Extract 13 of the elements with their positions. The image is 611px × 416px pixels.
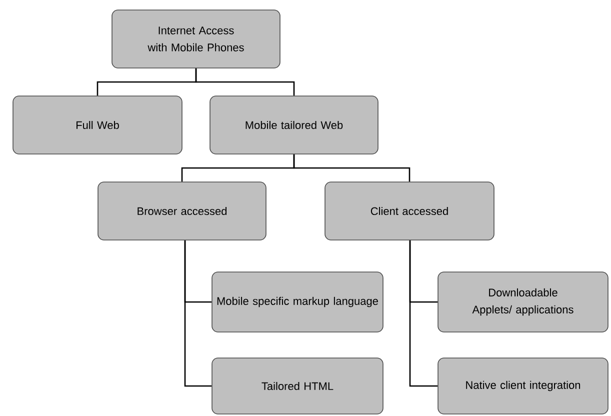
process-box: Internet Access with Mobile Phones <box>112 10 280 68</box>
process-box: Mobile specific markup language <box>212 272 384 332</box>
connector-line <box>184 240 212 387</box>
process-box: Mobile tailored Web <box>210 96 378 154</box>
process-box: Client accessed <box>324 182 494 240</box>
connector-line <box>195 68 295 96</box>
process-box: Downloadable Applets/ applications <box>438 272 608 332</box>
process-box: Full Web <box>12 96 182 154</box>
process-box: Native client integration <box>438 358 608 414</box>
process-box: Browser accessed <box>98 182 266 240</box>
connector-line <box>409 240 438 387</box>
process-box: Tailored HTML <box>212 358 384 414</box>
connector-line <box>293 154 410 182</box>
